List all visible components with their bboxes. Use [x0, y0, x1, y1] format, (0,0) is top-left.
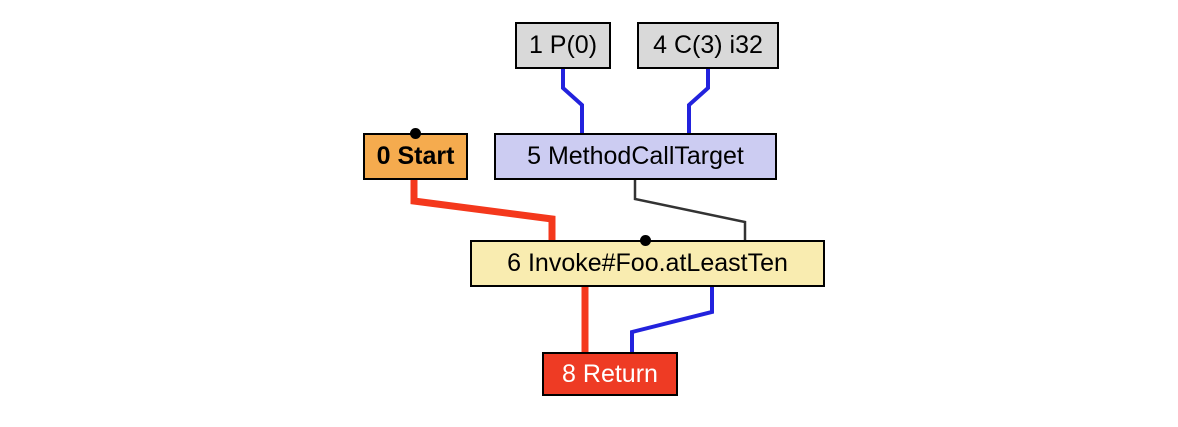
- node-label-c3: 4 C(3) i32: [653, 31, 763, 59]
- edge-invoke-to-return-value: [630, 287, 714, 352]
- node-invoke[interactable]: 6 Invoke#Foo.atLeastTen: [470, 240, 825, 287]
- node-start[interactable]: 0 Start: [363, 133, 468, 180]
- edge-mct-to-invoke: [633, 180, 747, 240]
- node-label-invoke: 6 Invoke#Foo.atLeastTen: [507, 249, 788, 277]
- node-parameter-p0[interactable]: 1 P(0): [515, 22, 611, 69]
- node-return[interactable]: 8 Return: [542, 352, 678, 396]
- edge-c3-to-mct: [687, 69, 710, 133]
- edge-p0-to-mct: [561, 69, 584, 133]
- node-label-return: 8 Return: [562, 359, 658, 388]
- node-method-call-target[interactable]: 5 MethodCallTarget: [494, 133, 777, 180]
- node-label-method-call-target: 5 MethodCallTarget: [527, 142, 744, 170]
- port-dot-start-icon: [410, 128, 421, 139]
- node-label-start: 0 Start: [376, 142, 455, 170]
- node-label-p0: 1 P(0): [528, 31, 598, 59]
- node-constant-c3[interactable]: 4 C(3) i32: [637, 22, 779, 69]
- port-dot-invoke-icon: [640, 235, 651, 246]
- edge-start-to-invoke: [410, 180, 556, 240]
